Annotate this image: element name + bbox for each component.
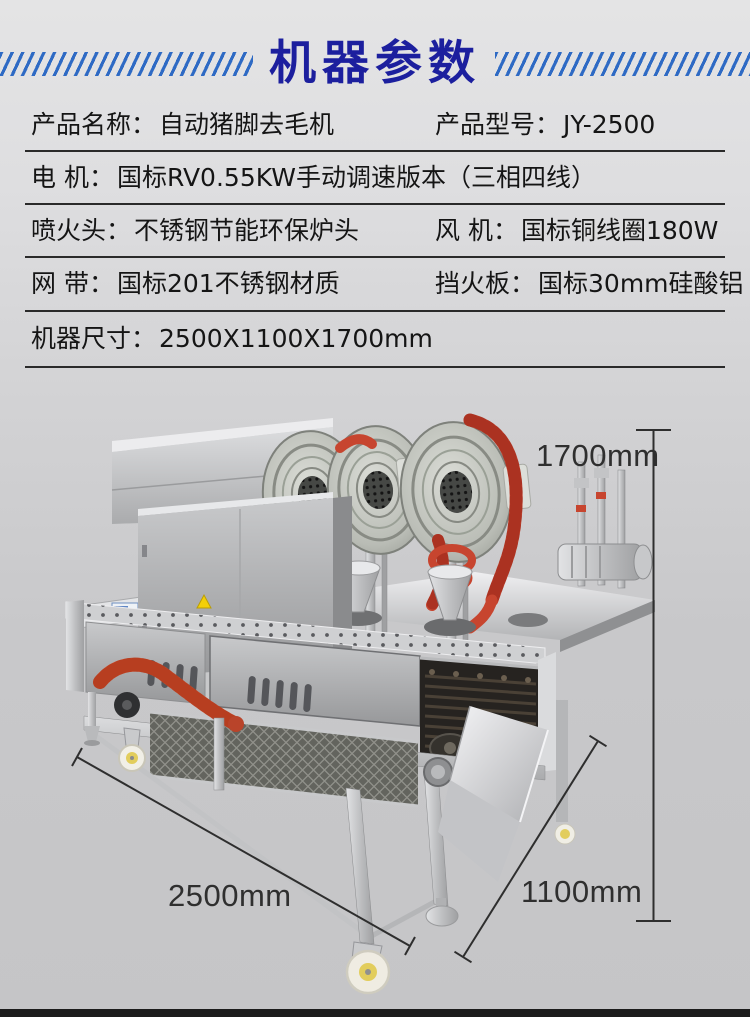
- spec-cell: 挡火板：国标30mm硅酸铝: [435, 269, 744, 298]
- spec-cell: 喷火头：不锈钢节能环保炉头: [31, 216, 360, 245]
- warning-sticker: [196, 593, 212, 609]
- dimension-line-height: [636, 429, 671, 922]
- caster-wheel: [118, 727, 146, 772]
- dimension-length-label: 2500mm: [168, 878, 292, 913]
- spec-cell: 网 带：国标201不锈钢材质: [31, 269, 340, 298]
- title-stripes-left: [0, 52, 253, 76]
- dimension-line-depth: [453, 734, 608, 964]
- caster-wheel: [345, 941, 391, 995]
- dimension-line-length: [71, 747, 416, 956]
- orange-hose: [93, 657, 244, 732]
- spec-table: 产品名称：自动猪脚去毛机 产品型号：JY-2500 电 机：国标RV0.55KW…: [25, 100, 744, 368]
- legs-and-casters: [84, 692, 576, 995]
- spec-row-product: 产品名称：自动猪脚去毛机 产品型号：JY-2500: [25, 100, 725, 152]
- spec-cell: 产品型号：JY-2500: [435, 110, 656, 139]
- spec-row-burner-fan: 喷火头：不锈钢节能环保炉头 风 机：国标铜线圈180W: [25, 205, 725, 258]
- spec-row-belt-baffle: 网 带：国标201不锈钢材质 挡火板：国标30mm硅酸铝: [25, 258, 744, 312]
- title-stripes-right: [495, 52, 750, 76]
- spec-cell: 风 机：国标铜线圈180W: [435, 216, 719, 245]
- spec-cell: 产品名称：自动猪脚去毛机: [31, 110, 335, 139]
- pipes-and-motor: [557, 454, 653, 589]
- spec-row-motor: 电 机：国标RV0.55KW手动调速版本（三相四线）: [25, 152, 725, 205]
- outfeed-chute: [423, 705, 549, 882]
- caster-wheel: [554, 823, 576, 845]
- spec-cell: 机器尺寸：2500X1100X1700mm: [31, 324, 433, 353]
- dimension-depth-label: 1100mm: [521, 874, 643, 909]
- dimension-lines: [71, 429, 671, 964]
- dimension-height-label: 1700mm: [536, 438, 660, 473]
- spec-cell: 电 机：国标RV0.55KW手动调速版本（三相四线）: [31, 163, 596, 192]
- page-title: 机器参数: [269, 36, 481, 91]
- spec-row-size: 机器尺寸：2500X1100X1700mm: [25, 312, 725, 368]
- bottom-divider-bar: [0, 1009, 750, 1017]
